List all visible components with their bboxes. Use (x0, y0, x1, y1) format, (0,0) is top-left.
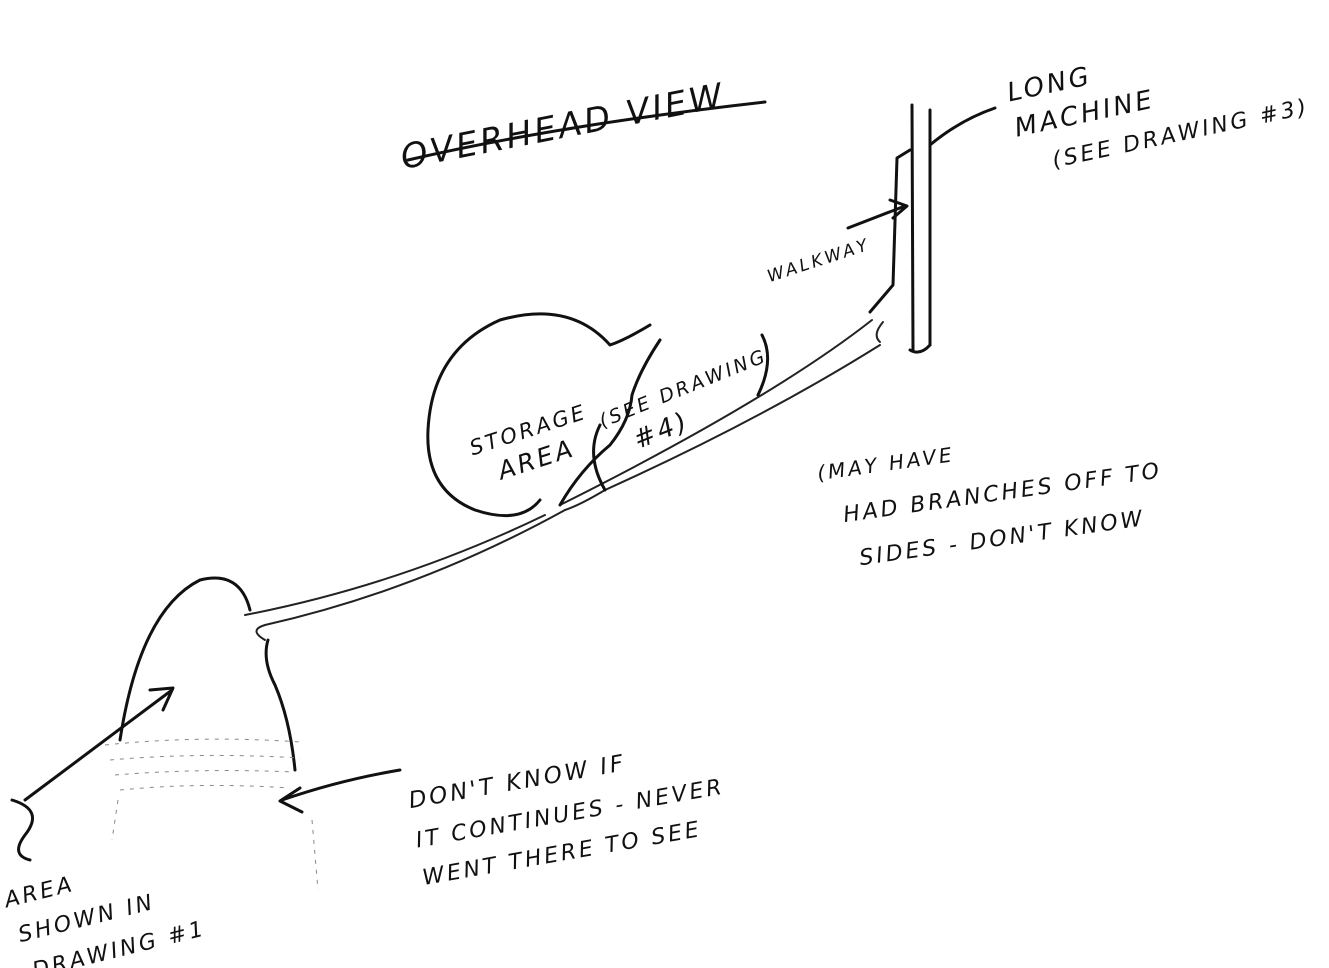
see-drawing-4-left-paren (592, 423, 607, 492)
area-1-outline-left (118, 576, 252, 742)
long-machine-end (908, 343, 932, 354)
area-1-dotted-left (111, 799, 119, 841)
area-1-bracket (10, 798, 35, 862)
walkway-outline (868, 148, 912, 314)
title-text: OVERHEAD VIEW (397, 76, 728, 178)
corridor-upper-continued (244, 514, 546, 616)
long-machine-leader (928, 106, 997, 147)
continues-arrow-shaft (280, 768, 402, 802)
area-1-label-line-1: AREA (0, 872, 77, 914)
corridor-lower-continued (255, 509, 566, 641)
long-machine-left-edge (910, 103, 915, 352)
area-1-arrow-head (148, 686, 175, 712)
walkway-label: WALKWAY (765, 235, 873, 287)
area-1-shading (104, 738, 301, 791)
see-drawing-4-right-paren (756, 333, 770, 397)
title-underline (406, 100, 767, 162)
walkway-corner (875, 321, 884, 343)
storage-area-entrance (558, 338, 662, 507)
area-1-dotted-right (311, 819, 319, 891)
area-1-arrow-shaft (23, 688, 174, 802)
walkway-arrow-head (888, 198, 909, 220)
walkway-arrow-shaft (846, 204, 907, 230)
storage-area-outline (426, 312, 652, 518)
corridor-lower-edge (564, 344, 881, 511)
corridor-upper-edge (559, 319, 873, 506)
branches-note-line-1: (MAY HAVE (816, 442, 956, 485)
area-1-outline-right (264, 638, 297, 772)
continues-arrow-head (278, 786, 304, 814)
